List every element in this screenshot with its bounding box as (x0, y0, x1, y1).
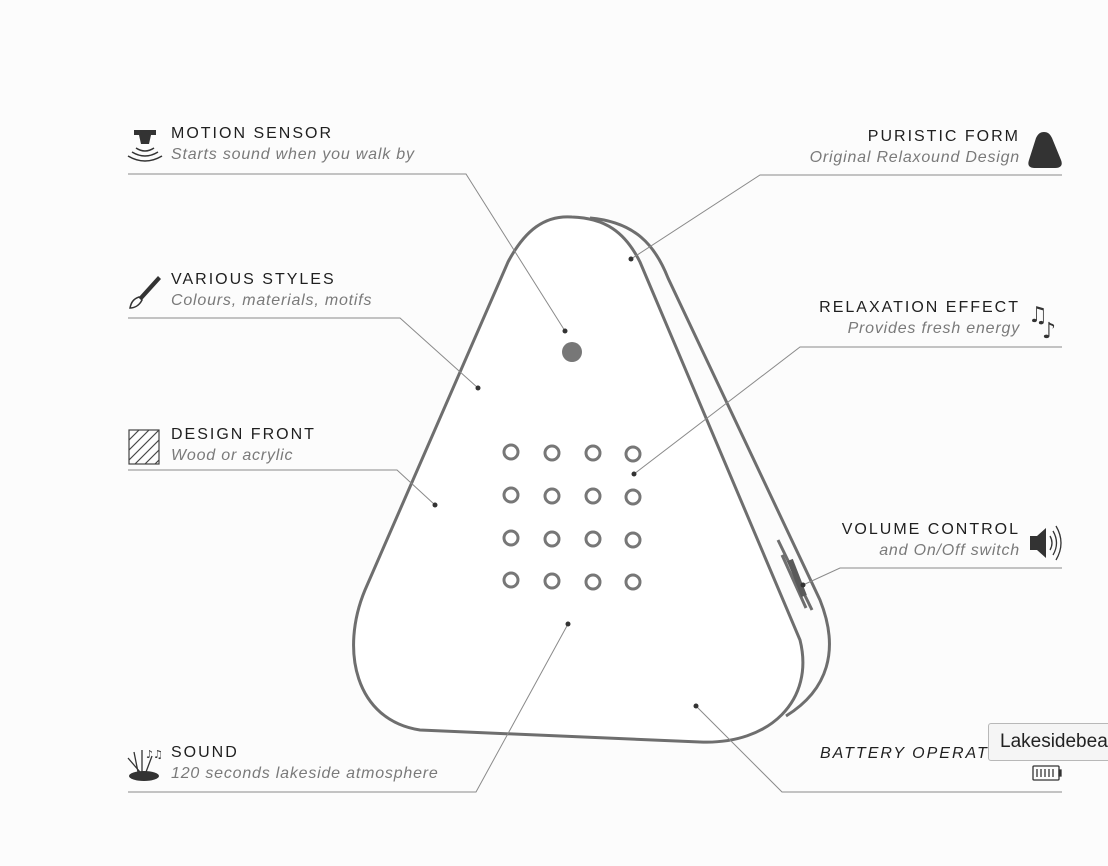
feature-subtitle: Starts sound when you walk by (171, 146, 415, 163)
feature-subtitle: Wood or acrylic (171, 447, 294, 464)
feature-relaxation-effect: RELAXATION EFFECT Provides fresh energy (819, 299, 1020, 338)
svg-text:♫: ♫ (1028, 303, 1048, 328)
speaker-grid (502, 443, 642, 591)
device-front-outline (352, 215, 805, 744)
leader-dots (432, 256, 806, 709)
svg-text:♪♫: ♪♫ (146, 748, 163, 761)
device-side-outline (589, 216, 831, 718)
hatched-square-icon (128, 429, 160, 465)
feature-subtitle: Colours, materials, motifs (171, 292, 373, 309)
triangle-icon (1028, 132, 1062, 168)
feature-subtitle: 120 seconds lakeside atmosphere (171, 765, 439, 782)
feature-title: SOUND (171, 744, 239, 761)
brush-icon (129, 276, 161, 309)
feature-title: BATTERY OPERATED (820, 745, 1015, 762)
feature-motion-sensor: MOTION SENSOR Starts sound when you walk… (171, 125, 415, 164)
feature-various-styles: VARIOUS STYLES Colours, materials, motif… (171, 271, 372, 310)
feature-design-front: DESIGN FRONT Wood or acrylic (171, 426, 316, 465)
feature-subtitle: Original Relaxound Design (809, 149, 1020, 166)
sensor-dot (562, 342, 582, 362)
battery-icon (1032, 765, 1062, 781)
motion-sensor-icon (127, 130, 163, 162)
feature-title: VARIOUS STYLES (171, 271, 336, 288)
feature-title: RELAXATION EFFECT (819, 299, 1020, 316)
feature-title: DESIGN FRONT (171, 426, 316, 443)
svg-text:♪: ♪ (1042, 319, 1056, 344)
feature-volume-control: VOLUME CONTROL and On/Off switch (842, 521, 1020, 560)
music-notes-icon: ♫ ♪ (1028, 303, 1056, 344)
speaker-icon (1030, 525, 1062, 561)
feature-title: PURISTIC FORM (867, 128, 1020, 145)
feature-subtitle: and On/Off switch (879, 542, 1020, 559)
lake-reeds-icon: ♪♫ (127, 748, 163, 781)
feature-sound: SOUND 120 seconds lakeside atmosphere (171, 744, 439, 783)
feature-subtitle: Provides fresh energy (847, 320, 1020, 337)
feature-title: VOLUME CONTROL (841, 521, 1020, 538)
feature-title: MOTION SENSOR (171, 125, 334, 142)
feature-puristic-form: PURISTIC FORM Original Relaxound Design (810, 128, 1020, 167)
leader-lines (128, 173, 1062, 793)
feature-battery: BATTERY OPERATED (820, 745, 1015, 763)
